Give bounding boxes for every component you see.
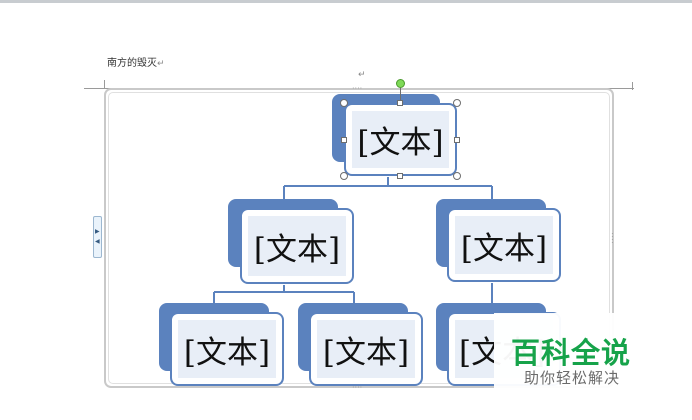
top-toolbar-edge: [0, 0, 692, 3]
node-child-left-fill: [248, 216, 346, 276]
arrow-left-icon: ◀: [95, 238, 100, 245]
node-grandchild-2[interactable]: [文本]: [309, 312, 423, 386]
resize-handle-right[interactable]: [454, 137, 460, 143]
node-child-left-text: [文本]: [253, 231, 341, 268]
node-child-right-text: [文本]: [460, 230, 548, 267]
node-root-fill: [352, 111, 449, 168]
document-text-line[interactable]: 南方的毁灭↵: [107, 54, 165, 69]
resize-handle-left[interactable]: [341, 137, 347, 143]
frame-resize-dots-right[interactable]: ::: [611, 230, 614, 245]
node-child-left[interactable]: [文本]: [240, 208, 354, 284]
watermark-subtitle: 助你轻松解决: [524, 369, 621, 387]
rotation-handle-stem: [400, 88, 401, 103]
resize-handle-top-right[interactable]: [453, 99, 461, 107]
paragraph-mark-icon: ↵: [358, 70, 366, 80]
resize-handle-top[interactable]: [397, 100, 403, 106]
node-grandchild-2-text: [文本]: [322, 334, 410, 371]
node-grandchild-2-fill: [317, 320, 415, 378]
node-grandchild-1-text: [文本]: [183, 334, 271, 371]
watermark-title: 百科全说: [511, 336, 632, 370]
resize-handle-top-left[interactable]: [340, 99, 348, 107]
node-child-right-fill: [455, 216, 553, 274]
watermark-logo: 百科全说 助你轻松解决: [494, 313, 692, 420]
resize-handle-bottom-right[interactable]: [453, 172, 461, 180]
margin-guide-left: [104, 80, 105, 88]
document-text: 南方的毁灭: [107, 58, 157, 69]
node-root-text: [文本]: [357, 125, 444, 161]
node-grandchild-1-fill: [178, 320, 276, 378]
rotation-handle[interactable]: [396, 79, 405, 88]
frame-resize-dots-bottom[interactable]: ····: [352, 383, 363, 392]
smartart-frame[interactable]: [104, 88, 614, 388]
resize-handle-bottom[interactable]: [397, 173, 403, 179]
text-pane-toggle-button[interactable]: ▶ ◀: [93, 216, 102, 258]
frame-resize-dots-top[interactable]: ····: [352, 84, 363, 93]
node-child-right[interactable]: [文本]: [447, 208, 561, 282]
arrow-right-icon: ▶: [95, 228, 100, 235]
node-root[interactable]: [文本]: [344, 103, 457, 176]
node-grandchild-1[interactable]: [文本]: [170, 312, 284, 386]
margin-guide-right: [632, 82, 633, 90]
resize-handle-bottom-left[interactable]: [340, 172, 348, 180]
paragraph-mark-icon: ↵: [157, 59, 165, 69]
